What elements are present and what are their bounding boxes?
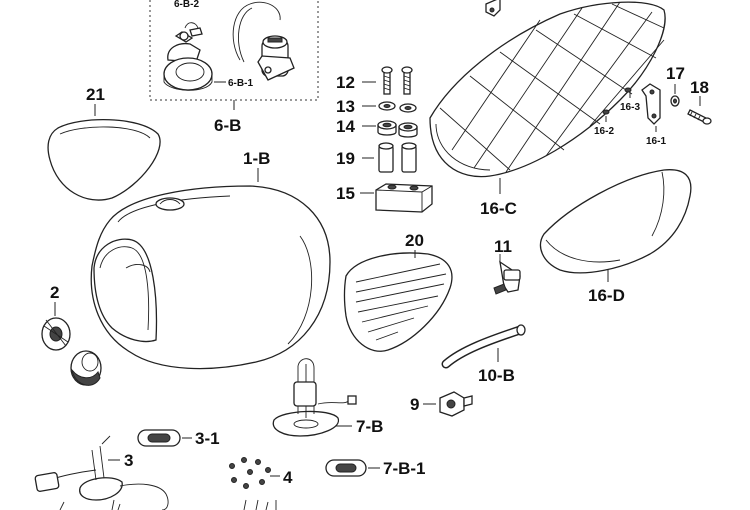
label-11: 11	[494, 237, 512, 256]
label-6-B-1: 6-B-1	[228, 78, 253, 89]
label-17: 17	[666, 64, 685, 83]
part-10-B-fuel-hose	[441, 324, 526, 369]
part-16-bracket-set	[602, 83, 661, 125]
part-16-D-plain-seat	[539, 169, 692, 274]
label-7-B: 7-B	[356, 417, 383, 436]
label-3: 3	[124, 451, 133, 470]
part-9-fitting	[439, 391, 473, 417]
part-19-spacers	[378, 142, 417, 173]
part-2-cap-nuts	[41, 317, 102, 386]
part-14-grommets	[377, 120, 418, 138]
part-6-B-lock-set	[149, 0, 319, 101]
label-6-B: 6-B	[214, 116, 241, 135]
label-16-3: 16-3	[620, 102, 640, 113]
label-4: 4	[283, 468, 293, 487]
label-14: 14	[336, 117, 355, 136]
part-7-B-fuel-pump	[272, 358, 357, 437]
label-3-1: 3-1	[195, 429, 220, 448]
part-13-washers	[378, 101, 417, 113]
label-16-2: 16-2	[594, 126, 614, 137]
label-15: 15	[336, 184, 355, 203]
label-10-B: 10-B	[478, 366, 515, 385]
label-1-B: 1-B	[243, 149, 270, 168]
label-16-D: 16-D	[588, 286, 625, 305]
label-21: 21	[86, 85, 105, 104]
label-2: 2	[50, 283, 59, 302]
part-12-bolts	[381, 66, 413, 95]
label-16-1: 16-1	[646, 136, 666, 147]
part-18-screw	[687, 109, 712, 125]
label-13: 13	[336, 97, 355, 116]
label-20: 20	[405, 231, 424, 250]
part-17-nut	[670, 95, 680, 107]
part-3-1-gasket	[137, 429, 181, 447]
part-20-knee-pad	[343, 252, 453, 352]
label-19: 19	[336, 149, 355, 168]
part-4-nuts	[229, 457, 277, 510]
part-7-B-1-gasket	[325, 459, 367, 477]
part-21-side-cover	[47, 118, 161, 201]
label-9: 9	[410, 395, 419, 414]
label-16-C: 16-C	[480, 199, 517, 218]
label-7-B-1: 7-B-1	[383, 459, 426, 478]
label-6-B-2: 6-B-2	[174, 0, 199, 10]
part-1-B-fuel-tank	[90, 185, 331, 370]
label-18: 18	[690, 78, 709, 97]
part-15-rubber-block	[375, 183, 433, 213]
part-3-level-sender	[34, 435, 169, 510]
part-16-C-stitched-seat	[429, 0, 666, 178]
label-12: 12	[336, 73, 355, 92]
part-11-fuel-tap	[493, 254, 521, 295]
